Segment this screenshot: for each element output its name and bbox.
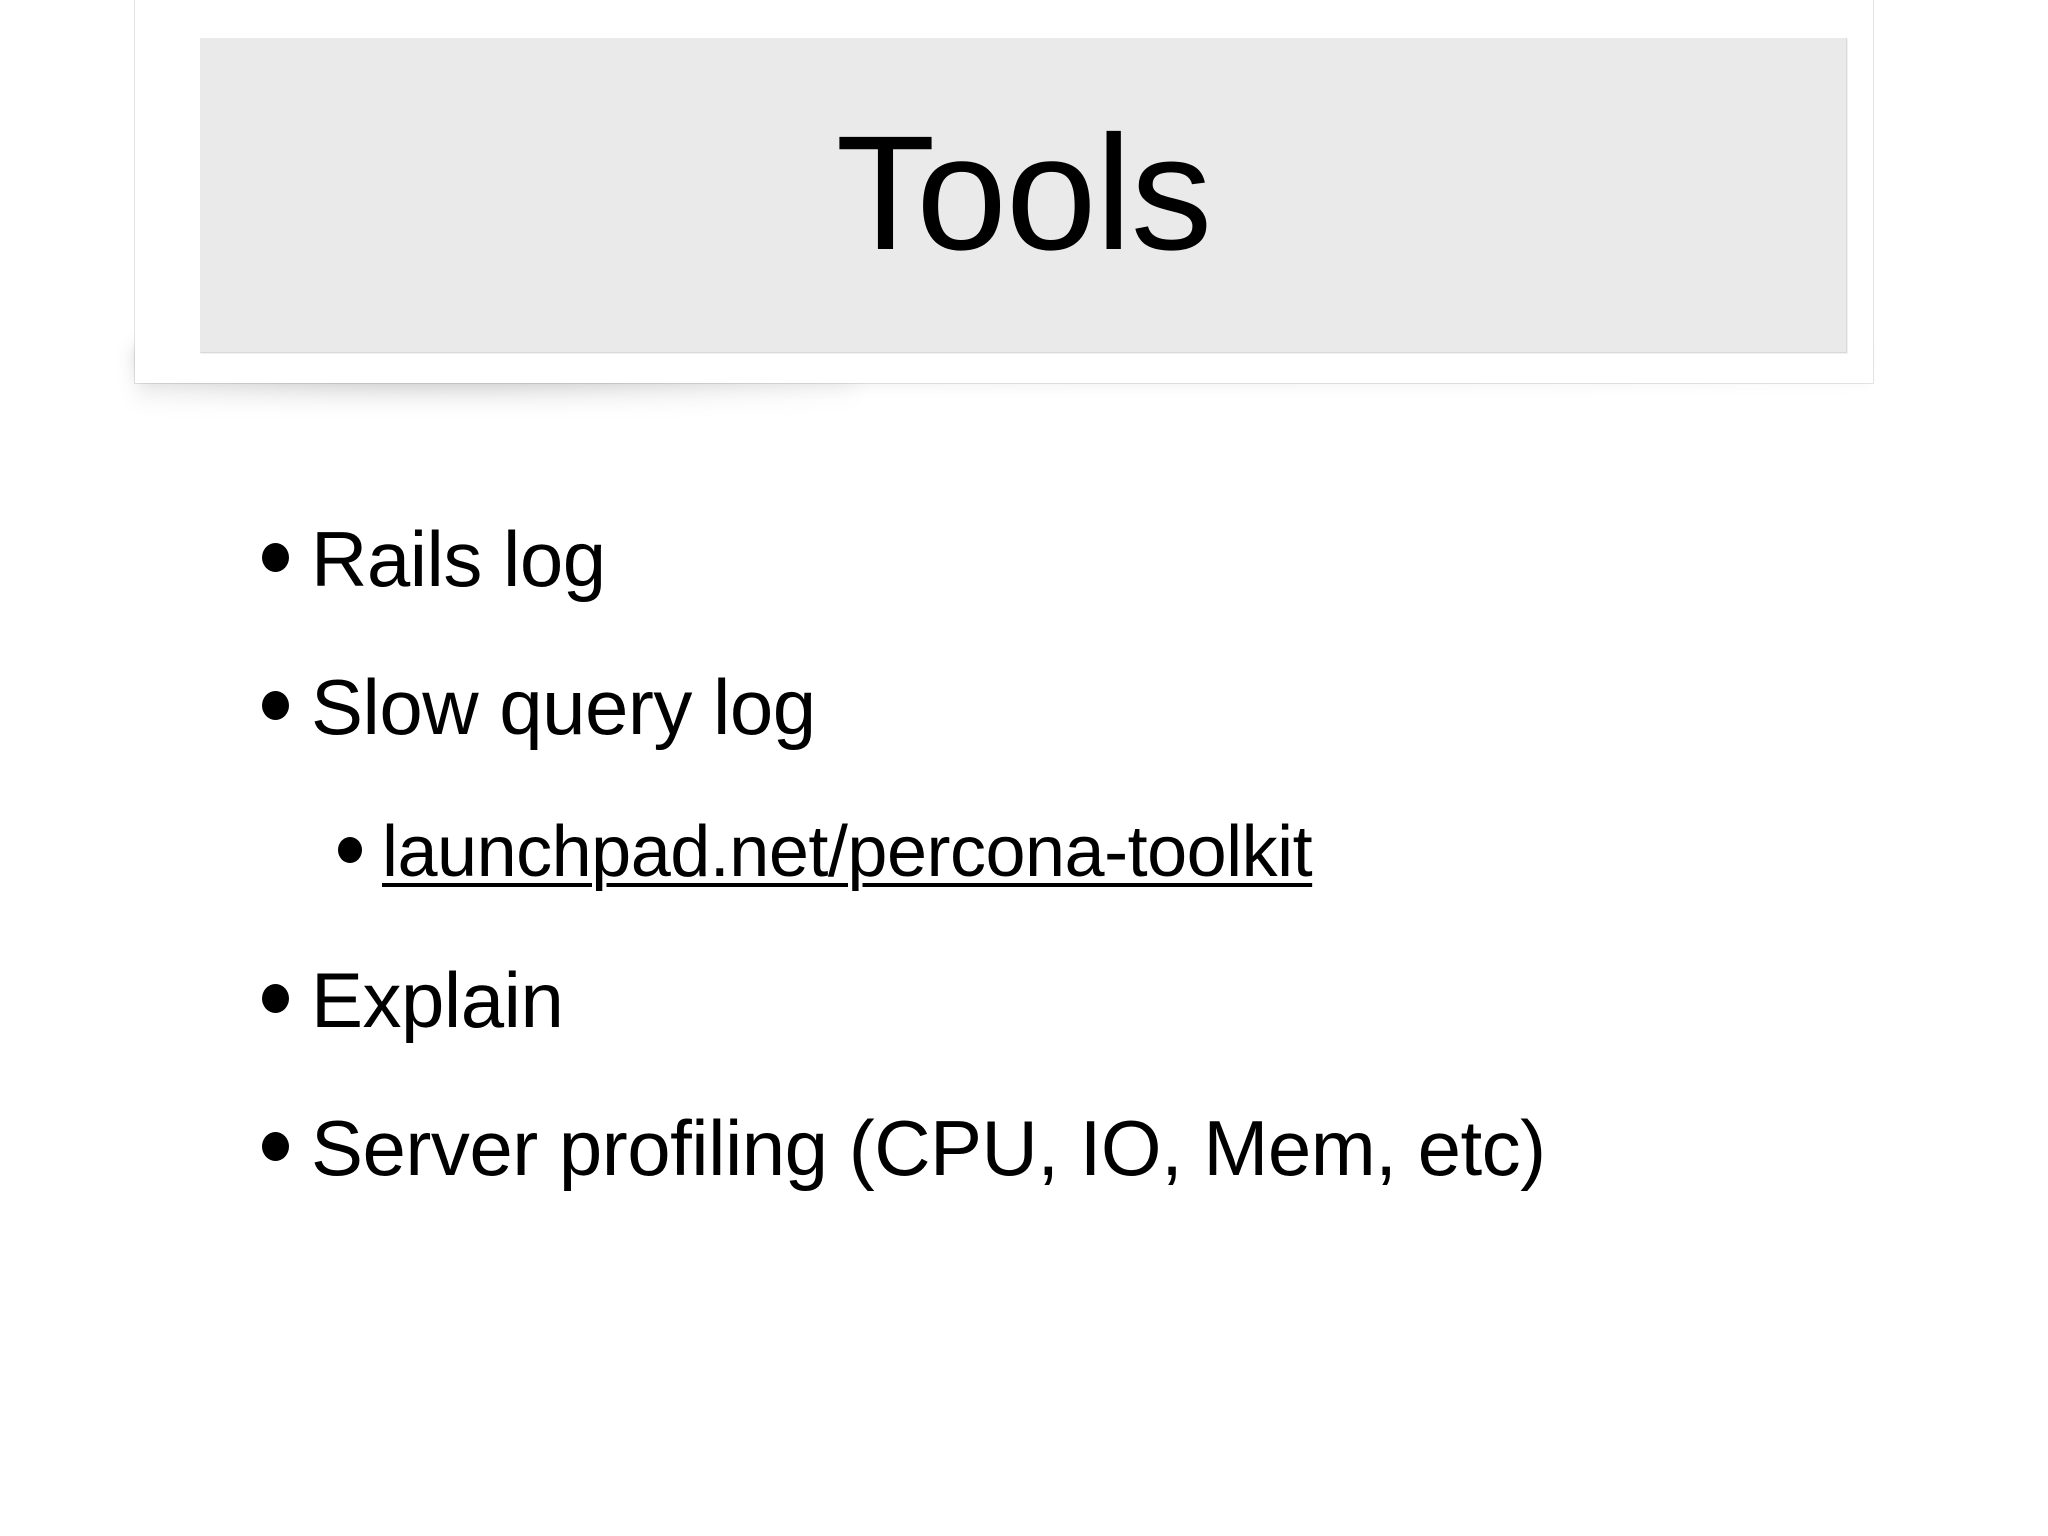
page-title: Tools [835,101,1213,284]
list-item: Slow query log [0,668,2048,816]
bullet-dot-icon [262,691,289,720]
bullet-list: Rails log Slow query log launchpad.net/p… [0,520,2048,1257]
bullet-dot-icon [262,984,289,1013]
title-box: Tools [200,38,1847,353]
sub-list-item: launchpad.net/percona-toolkit [0,816,2048,961]
title-card-paper: Tools [135,0,1873,383]
bullet-label: Slow query log [311,663,816,751]
slide-title-card: Tools [135,0,1873,404]
list-item: Explain [0,961,2048,1109]
percona-toolkit-link[interactable]: launchpad.net/percona-toolkit [382,812,1313,892]
list-item: Rails log [0,520,2048,668]
bullet-label: Explain [311,956,564,1044]
bullet-dot-icon [338,837,362,863]
bullet-dot-icon [262,1132,289,1161]
bullet-label: Rails log [311,515,606,603]
list-item: Server profiling (CPU, IO, Mem, etc) [0,1109,2048,1257]
bullet-dot-icon [262,543,289,572]
bullet-label: Server profiling (CPU, IO, Mem, etc) [311,1104,1546,1192]
